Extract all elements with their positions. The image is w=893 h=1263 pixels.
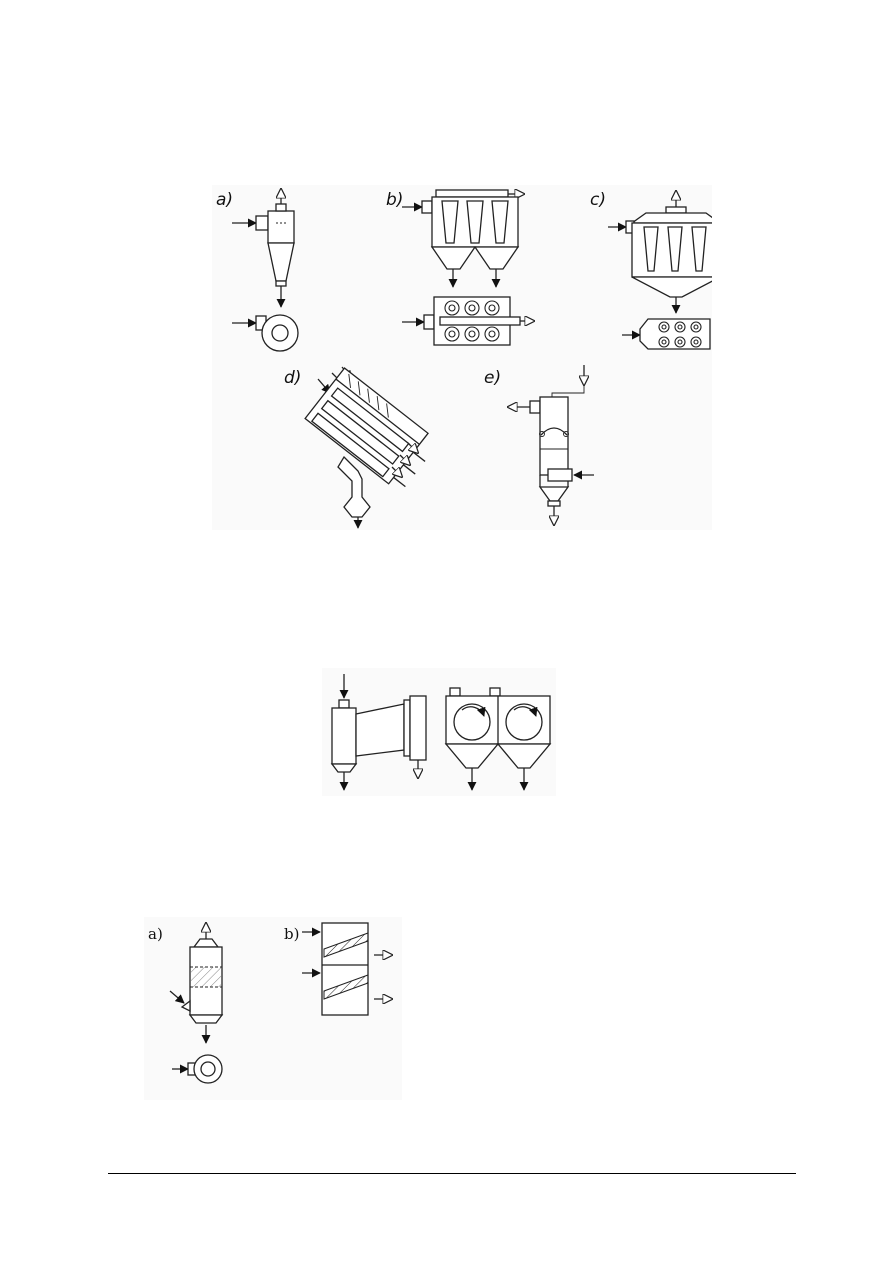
cyclone-d (304, 366, 429, 529)
label-a: a) (148, 925, 163, 943)
hopper-2 (496, 743, 552, 769)
label-e: e) (484, 368, 501, 388)
cyclone-e (508, 365, 594, 525)
element-3 (491, 200, 509, 244)
outlet-1 (449, 687, 461, 697)
figure-scrubbers: a) b) (144, 917, 402, 1100)
gas-outlet (665, 206, 687, 214)
spray-chamber (302, 922, 392, 1016)
cyclone-c (608, 191, 712, 350)
cyclone-a (232, 189, 299, 352)
outlet-top-view (200, 1061, 216, 1077)
label-b: b) (284, 925, 299, 943)
inlet-duct-top (423, 314, 435, 330)
label-b: b) (386, 190, 403, 210)
element-3 (691, 226, 707, 272)
twin-cyclones (444, 687, 552, 791)
hopper-2 (473, 246, 520, 270)
swirl-nozzles (540, 427, 568, 436)
figure-cyclone-types: a) b) (212, 185, 712, 530)
primary-inlet-duct (547, 468, 573, 482)
housing (431, 196, 519, 248)
cyclone-b (402, 189, 534, 346)
elements-top-view (444, 300, 500, 342)
side-inlet (180, 999, 191, 1013)
outlet-2 (489, 687, 501, 697)
label-c: c) (590, 190, 606, 210)
inlet-duct (255, 215, 269, 231)
cyclone-barrel (539, 396, 569, 476)
elements-top-view (658, 321, 702, 348)
header-box (409, 695, 427, 761)
hopper-1 (444, 743, 500, 769)
outlet-arrow-2 (399, 454, 410, 465)
discharge-hopper (337, 455, 371, 518)
inlet-arrow (169, 990, 185, 1004)
hopper-1 (430, 246, 477, 270)
figure-cyclone-hoppers-drawing (322, 668, 556, 796)
figure-cyclone-types-drawing: a) b) (212, 185, 712, 530)
manifold (435, 189, 509, 198)
battery-body (304, 367, 429, 488)
outlet-arrow-1 (407, 442, 418, 453)
outlet-top-view (271, 324, 289, 342)
dust-outlet (547, 500, 561, 507)
cyclone-1-vortex (453, 703, 491, 741)
baffle-1 (323, 932, 369, 958)
baffle-2 (323, 974, 369, 1000)
feed-nozzle (338, 699, 350, 709)
element-2 (667, 226, 683, 272)
tower-cone (330, 763, 358, 773)
label-d: d) (284, 368, 301, 388)
element-2 (466, 200, 484, 244)
element-1 (643, 226, 659, 272)
outlet-arrow-3 (391, 466, 402, 477)
cyclone-2-vortex (505, 703, 543, 741)
packed-tower (169, 923, 224, 1084)
figure-cyclone-hoppers (322, 668, 556, 796)
dust-outlet (275, 280, 287, 287)
inlet-duct (421, 200, 433, 214)
flange (403, 699, 411, 757)
element-1 (441, 200, 459, 244)
packing-bed (191, 967, 221, 987)
footer-rule (108, 1173, 796, 1174)
figure-scrubbers-drawing: a) b) (144, 917, 402, 1100)
tower-body (331, 707, 357, 765)
tower-bottom (188, 1014, 224, 1024)
cyclone-barrel (267, 210, 295, 244)
label-a: a) (216, 190, 233, 210)
gas-outlet (529, 400, 541, 414)
roof (629, 212, 712, 224)
common-hopper (631, 276, 712, 298)
gas-outlet (275, 203, 287, 212)
outlet-pipe-top (439, 316, 521, 326)
